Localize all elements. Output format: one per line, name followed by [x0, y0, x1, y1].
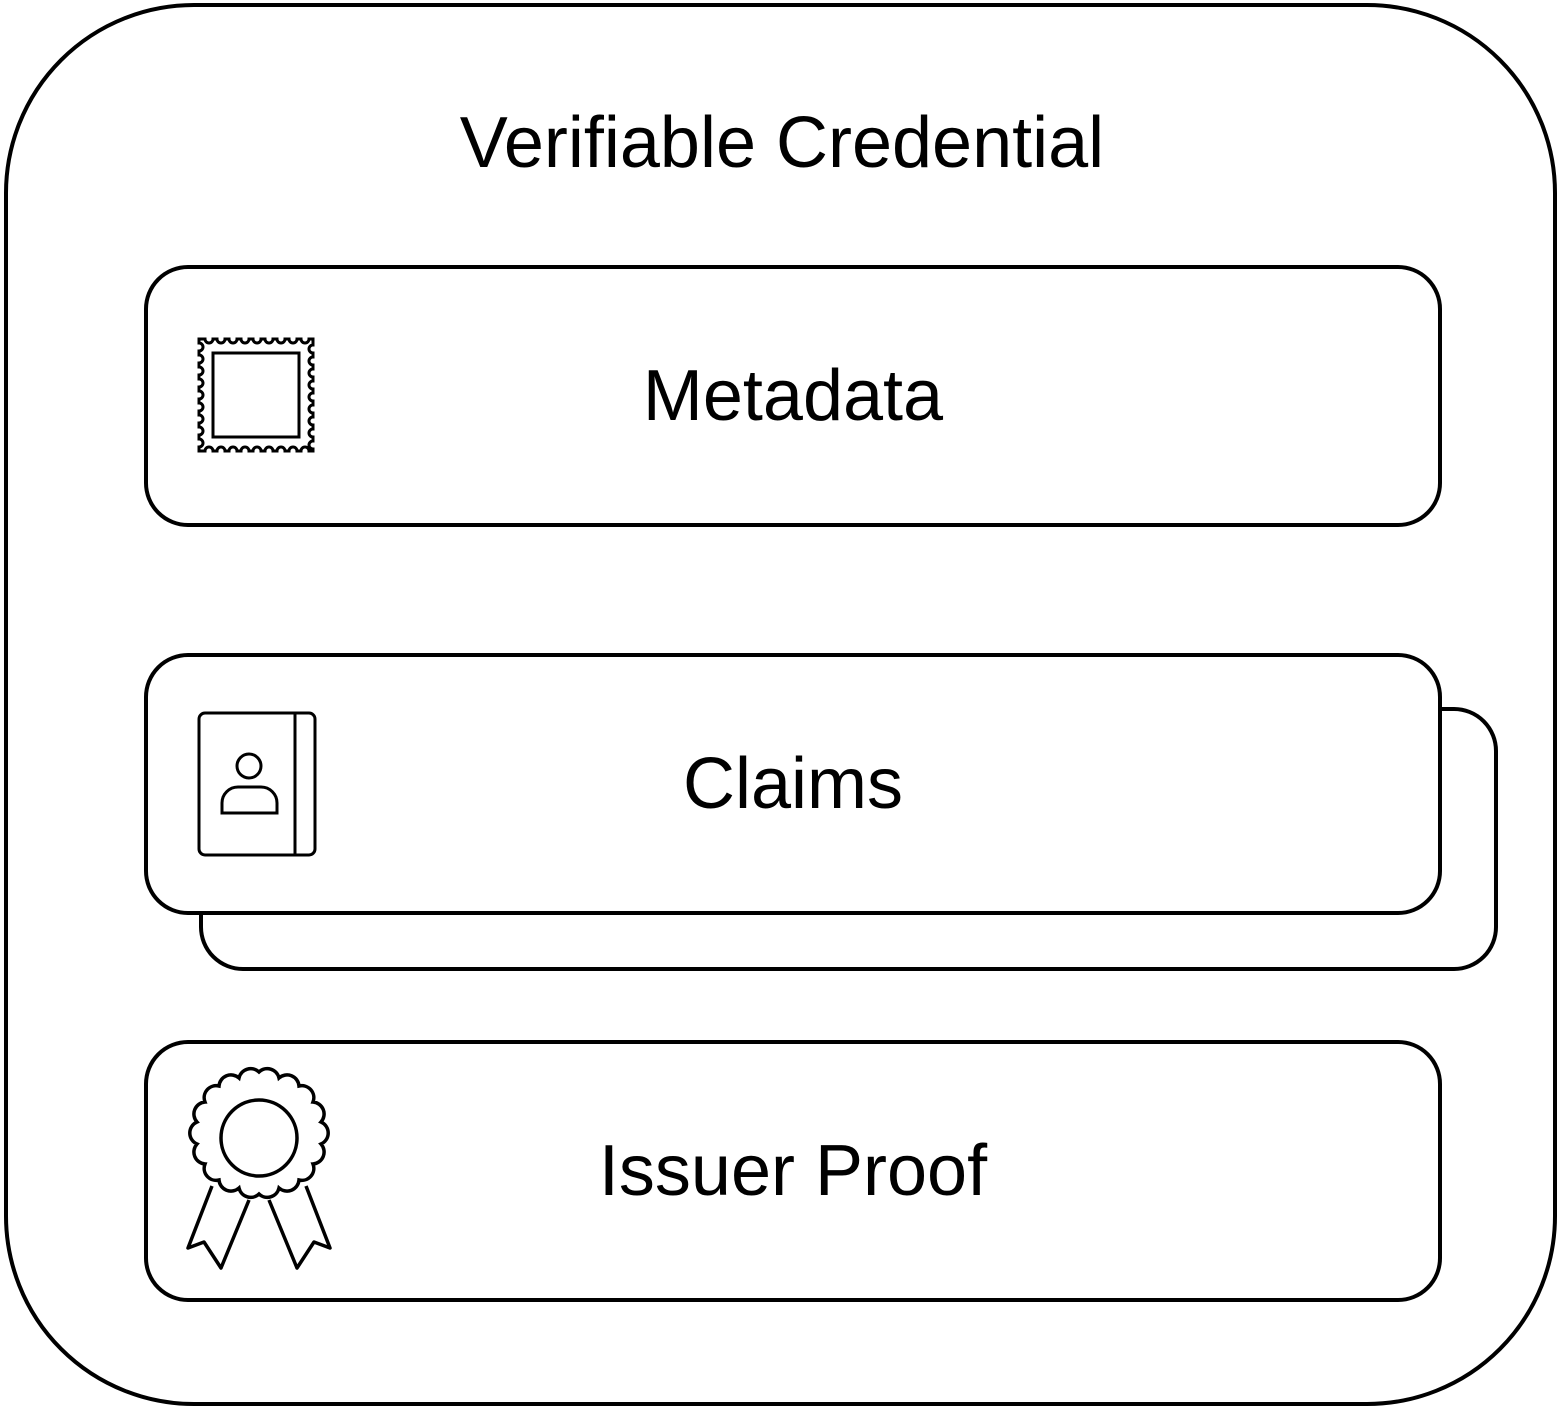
claims-box: Claims [144, 653, 1442, 915]
issuer-proof-label: Issuer Proof [598, 1131, 988, 1211]
stamp-icon [197, 337, 317, 455]
metadata-label: Metadata [642, 356, 944, 436]
claims-label: Claims [682, 744, 903, 824]
metadata-box: Metadata [144, 265, 1442, 527]
diagram-title: Verifiable Credential [459, 103, 1105, 183]
issuer-proof-box: Issuer Proof [144, 1040, 1442, 1302]
contact-book-icon [197, 711, 317, 857]
award-ribbon-icon [184, 1066, 334, 1274]
